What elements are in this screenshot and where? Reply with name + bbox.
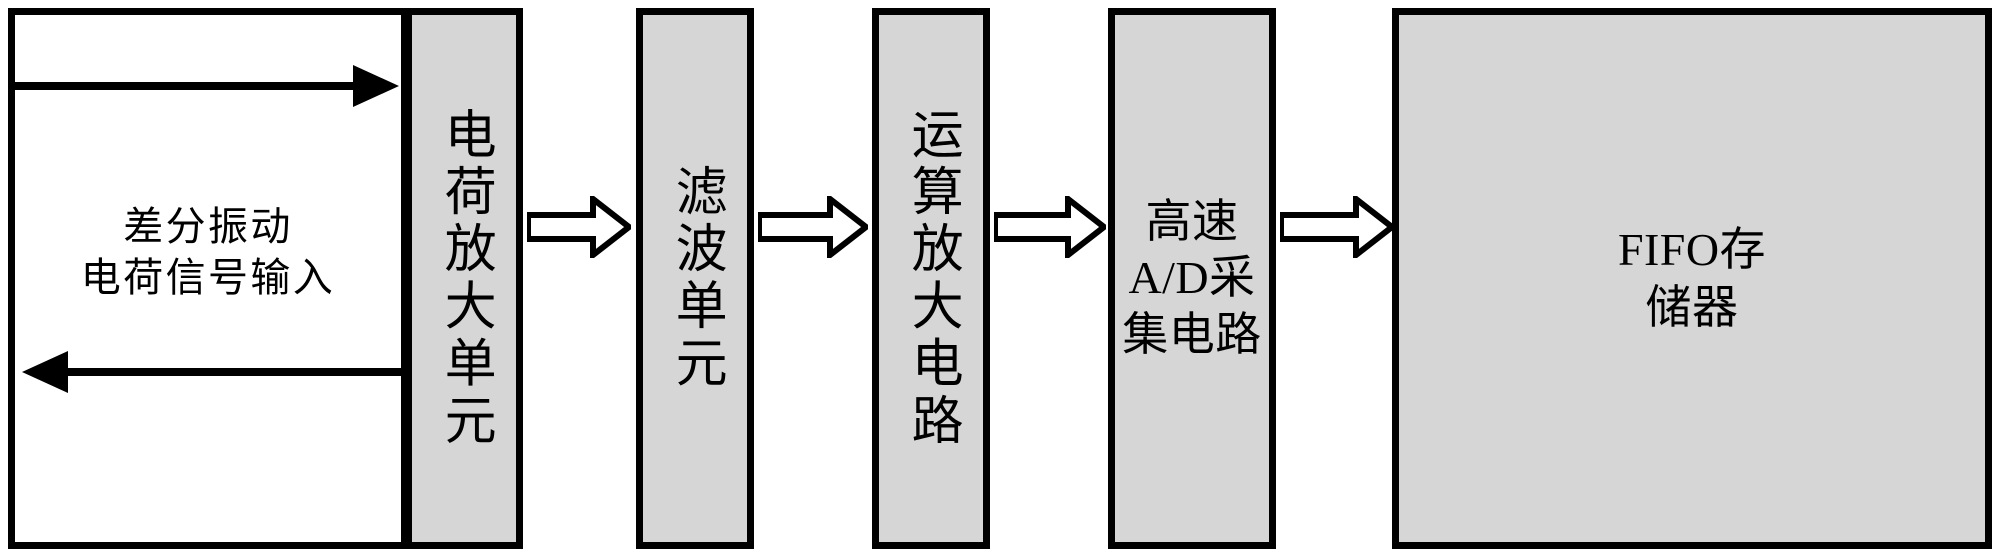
connector-charge-to-filter-arrow [527,196,631,258]
node-high-speed-ad-acquisition-circuit[interactable]: 高速 A/D采 集电路 [1108,8,1276,549]
arrow-head-right-icon [353,65,399,107]
node-fifo-memory[interactable]: FIFO存 储器 [1392,8,1992,549]
node-operational-amplifier-circuit[interactable]: 运算放大电路 [872,8,990,549]
node-input-source-label: 差分振动 电荷信号输入 [80,204,336,301]
arrow-head-left-icon [22,351,68,393]
connector-opamp-to-adc-arrow [994,196,1106,258]
node-operational-amplifier-circuit-label: 运算放大电路 [903,106,961,451]
node-fifo-memory-label: FIFO存 储器 [1617,223,1766,333]
node-high-speed-ad-acquisition-circuit-label: 高速 A/D采 集电路 [1122,196,1262,360]
arrow-shaft [66,368,408,376]
node-charge-amplifier-unit-label: 电荷放大单元 [436,106,494,451]
block-arrow-right-icon [758,196,868,258]
node-input-source[interactable]: 差分振动 电荷信号输入 [8,8,408,549]
block-arrow-right-icon [1280,196,1394,258]
connector-filter-to-opamp-arrow [758,196,868,258]
node-filter-unit-label: 滤波单元 [667,164,725,393]
block-arrow-right-icon [994,196,1106,258]
node-filter-unit[interactable]: 滤波单元 [636,8,754,549]
node-charge-amplifier-unit[interactable]: 电荷放大单元 [405,8,523,549]
block-arrow-right-icon [527,196,631,258]
arrow-shaft [10,82,365,90]
connector-adc-to-fifo-arrow [1280,196,1394,258]
